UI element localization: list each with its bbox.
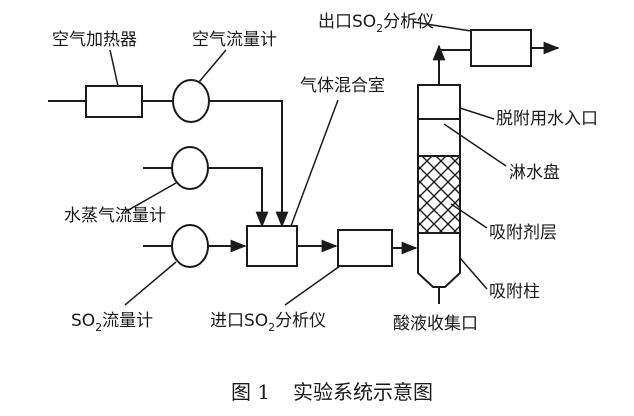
air-pipe-to-mixer [209,100,289,228]
leader-outlet-analyzer [412,21,472,32]
leader-steam-flowmeter [124,182,177,213]
air-heater [85,85,143,118]
label-air-heater: 空气加热器 [52,30,137,50]
label-mixing-chamber: 气体混合室 [300,76,385,96]
steam-pipe-to-mixer [208,167,269,228]
steam-flowmeter [171,146,209,190]
label-outlet-analyzer: 出口SO2分析仪 [318,12,434,35]
label-air-flowmeter: 空气流量计 [192,30,277,50]
label-steam-flowmeter: 水蒸气流量计 [64,206,166,226]
label-spray-tray: 淋水盘 [509,163,560,183]
label-desorption-inlet: 脱附用水入口 [496,109,598,129]
label-inlet-analyzer: 进口SO2分析仪 [210,311,326,334]
leader-inlet-analyzer [284,265,341,306]
leader-mixing-chamber [290,99,339,227]
leader-adsorption-column [459,257,488,290]
leader-air-heater [109,49,119,87]
leader-spray-tray [443,123,507,167]
leader-air-flowmeter [198,49,227,83]
leader-adsorbent-layer [450,203,488,229]
air-flowmeter [172,79,210,123]
label-adsorbent-layer: 吸附剂层 [489,223,557,243]
label-acid-collection: 酸液收集口 [393,314,478,334]
label-so2-flowmeter: SO2流量计 [71,311,153,334]
so2-flowmeter [171,224,209,268]
desorption-water-inlet-section [417,84,461,120]
leader-so2-flowmeter [124,261,177,306]
label-adsorption-column: 吸附柱 [489,282,540,302]
figure-number: 图 1 [231,380,270,404]
adsorbent-layer-hatch [419,157,459,232]
adsorption-column-lower-cone [417,232,461,288]
gas-mixing-chamber [246,225,298,267]
spray-tray-section [417,118,461,157]
figure-title: 实验系统示意图 [293,380,433,404]
inlet-so2-analyzer [337,229,393,267]
leader-desorption-inlet [459,107,495,120]
outlet-so2-analyzer [470,29,532,67]
